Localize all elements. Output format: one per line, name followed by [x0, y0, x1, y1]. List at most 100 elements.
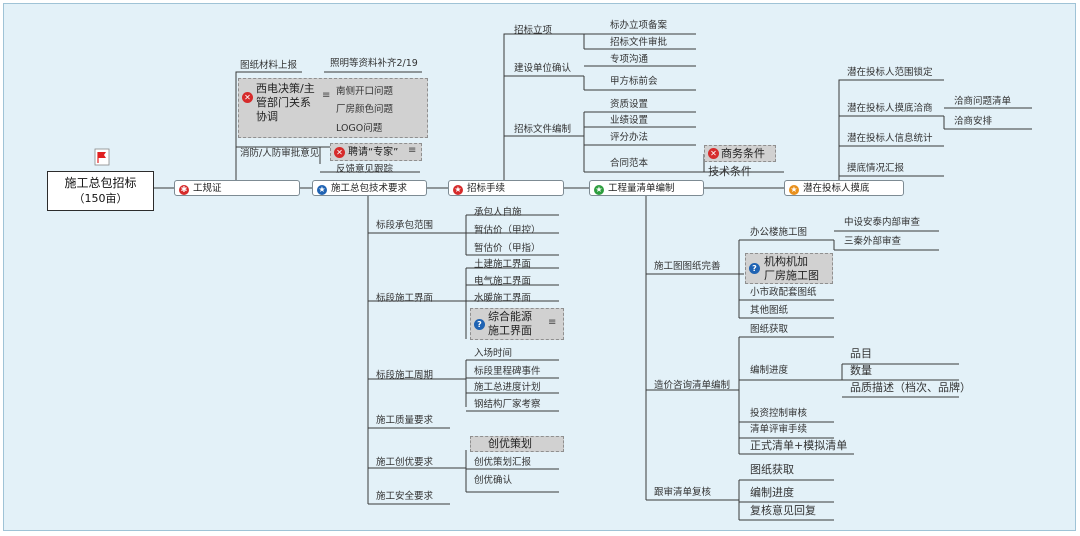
node-chengbao-item[interactable]: 暂估价（甲指）: [474, 243, 541, 254]
node-zaojia[interactable]: 造价咨询清单编制: [654, 380, 731, 391]
node-zhuanjia[interactable]: 聘请“专家”: [348, 147, 399, 158]
node-chengbao-item[interactable]: 暂估价（甲控）: [474, 225, 541, 236]
node-bangong[interactable]: 办公楼施工图: [750, 227, 808, 238]
node-jindu[interactable]: 编制进度: [750, 365, 789, 376]
node-bangong-item[interactable]: 三秦外部审查: [844, 236, 902, 247]
topic-qingdan[interactable]: ★ 工程量清单编制: [589, 180, 704, 196]
node-jiemian[interactable]: 标段施工界面: [376, 293, 434, 304]
node-qianzai-item[interactable]: 潜在投标人范围锁定: [847, 67, 933, 78]
star-icon: ★: [453, 185, 463, 195]
node-qita[interactable]: 其他图纸: [750, 305, 789, 316]
node-wenjian-item[interactable]: 评分办法: [610, 132, 649, 143]
node-touzi[interactable]: 投资控制审核: [750, 408, 808, 419]
node-wenjian-item[interactable]: 业绩设置: [610, 115, 649, 126]
node-anquan[interactable]: 施工安全要求: [376, 491, 434, 502]
node-chengbao-item[interactable]: 承包人自施: [474, 207, 522, 218]
node-zhiliang[interactable]: 施工质量要求: [376, 415, 434, 426]
node-zhengshi[interactable]: 正式清单+模拟清单: [750, 439, 848, 452]
topic-label: 工规证: [193, 183, 222, 194]
node-zhouqi-item[interactable]: 施工总进度计划: [474, 382, 541, 393]
node-zhaoming[interactable]: 照明等资料补齐2/19: [330, 58, 418, 69]
node-jiemian-item[interactable]: 水暖施工界面: [474, 293, 532, 304]
highlight-zhuanjia: [330, 143, 422, 161]
highlight-chuangyou: [470, 436, 564, 452]
topic-label: 潜在投标人摸底: [803, 183, 870, 194]
node-genshen[interactable]: 跟审清单复核: [654, 487, 712, 498]
node-shangwu[interactable]: 商务条件: [721, 147, 765, 160]
node-chuangyou[interactable]: 施工创优要求: [376, 457, 434, 468]
node-qianzai-item[interactable]: 潜在投标人摸底洽商: [847, 103, 933, 114]
node-logo[interactable]: LOGO问题: [336, 123, 383, 134]
node-jianshe-item[interactable]: 甲方标前会: [610, 76, 658, 87]
node-jindu-item[interactable]: 品目: [850, 347, 872, 360]
connector-lines: [154, 33, 1032, 521]
topic-label: 招标手续: [467, 183, 506, 194]
node-huoqu[interactable]: 图纸获取: [750, 324, 789, 335]
root-subtitle: （150亩）: [73, 192, 128, 205]
highlight-shangwu: [704, 145, 776, 162]
node-nance[interactable]: 南侧开口问题: [336, 86, 394, 97]
node-zhouqi[interactable]: 标段施工周期: [376, 370, 434, 381]
node-changfang[interactable]: 厂房颜色问题: [336, 104, 394, 115]
node-zhouqi-item[interactable]: 标段里程碑事件: [474, 366, 541, 377]
node-qiashang-item[interactable]: 洽商安排: [954, 116, 993, 127]
node-genshen-item[interactable]: 图纸获取: [750, 463, 794, 476]
node-xidian-line2[interactable]: 管部门关系: [256, 96, 311, 109]
node-genshen-item[interactable]: 编制进度: [750, 486, 794, 499]
equals-icon: ≡: [322, 90, 331, 101]
node-jiemian-item[interactable]: 电气施工界面: [474, 276, 532, 287]
node-lixiang-item[interactable]: 标办立项备案: [610, 20, 668, 31]
node-chuangyou-item[interactable]: 创优策划汇报: [474, 457, 532, 468]
question-icon: ?: [749, 263, 760, 274]
node-nengyuan-line2[interactable]: 施工界面: [488, 324, 532, 337]
topic-qianzai[interactable]: ★ 潜在投标人摸底: [784, 180, 904, 196]
cross-icon: ✱: [179, 185, 189, 195]
node-nengyuan-line1[interactable]: 综合能源: [488, 310, 532, 323]
node-jigou-line2[interactable]: 厂房施工图: [764, 269, 819, 282]
equals-icon: ≡: [408, 145, 417, 156]
node-genshen-item[interactable]: 复核意见回复: [750, 504, 816, 517]
star-icon: ★: [594, 185, 604, 195]
node-wenjian-item[interactable]: 资质设置: [610, 99, 649, 110]
node-chengbao[interactable]: 标段承包范围: [376, 220, 434, 231]
node-tuzhi[interactable]: 图纸材料上报: [240, 60, 298, 71]
node-wenjian[interactable]: 招标文件编制: [514, 124, 572, 135]
node-lixiang[interactable]: 招标立项: [514, 25, 553, 36]
node-qiashang-item[interactable]: 洽商问题清单: [954, 96, 1012, 107]
topic-jishu[interactable]: ★施工总包技术要求: [312, 180, 427, 196]
root-title: 施工总包招标: [64, 176, 137, 190]
node-tuzhi-wanshan[interactable]: 施工图图纸完善: [654, 261, 721, 272]
node-shizheng[interactable]: 小市政配套图纸: [750, 287, 817, 298]
node-lixiang-item[interactable]: 招标文件审批: [610, 37, 668, 48]
node-pingshen[interactable]: 清单评审手续: [750, 424, 808, 435]
topic-label: 工程量清单编制: [608, 183, 675, 194]
node-jianshe[interactable]: 建设单位确认: [514, 63, 572, 74]
mindmap-canvas: 施工总包招标 （150亩） ✱ 工规证 ★施工总包技术要求 ★ 招标手续 ★ 工程量清…: [3, 3, 1076, 531]
node-jianshe-item[interactable]: 专项沟通: [610, 54, 649, 65]
node-xidian-line1[interactable]: 西电决策/主: [256, 82, 315, 95]
node-jigou-line1[interactable]: 机构机加: [764, 255, 808, 268]
node-chuangyou-hl[interactable]: 创优策划: [488, 437, 532, 450]
red-flag-icon: [94, 148, 110, 166]
topic-shouxu[interactable]: ★ 招标手续: [448, 180, 564, 196]
node-qianzai-item[interactable]: 潜在投标人信息统计: [847, 133, 933, 144]
node-zhouqi-item[interactable]: 入场时间: [474, 348, 513, 359]
node-wenjian-item[interactable]: 合同范本: [610, 158, 649, 169]
node-jiemian-item[interactable]: 土建施工界面: [474, 259, 532, 270]
cross-icon: ✕: [334, 147, 345, 158]
node-jindu-item[interactable]: 品质描述（档次、品牌）: [850, 381, 971, 394]
node-qianzai-item[interactable]: 摸底情况汇报: [847, 163, 905, 174]
root-topic[interactable]: 施工总包招标 （150亩）: [47, 171, 154, 211]
equals-icon: ≡: [548, 317, 557, 328]
star-icon: ★: [789, 185, 799, 195]
node-zhouqi-item[interactable]: 钢结构厂家考察: [474, 399, 541, 410]
node-xidian-line3[interactable]: 协调: [256, 110, 278, 123]
node-jindu-item[interactable]: 数量: [850, 364, 872, 377]
node-fankui[interactable]: 反馈意见跟踪: [336, 164, 394, 175]
node-chuangyou-item[interactable]: 创优确认: [474, 475, 513, 486]
highlight-nengyuan: [470, 308, 564, 340]
node-bangong-item[interactable]: 中设安泰内部审查: [844, 217, 921, 228]
topic-gongguizheng[interactable]: ✱ 工规证: [174, 180, 300, 196]
node-jishu-tiaojian[interactable]: 技术条件: [708, 165, 752, 178]
node-xiaofang[interactable]: 消防/人防审批意见: [240, 148, 320, 159]
